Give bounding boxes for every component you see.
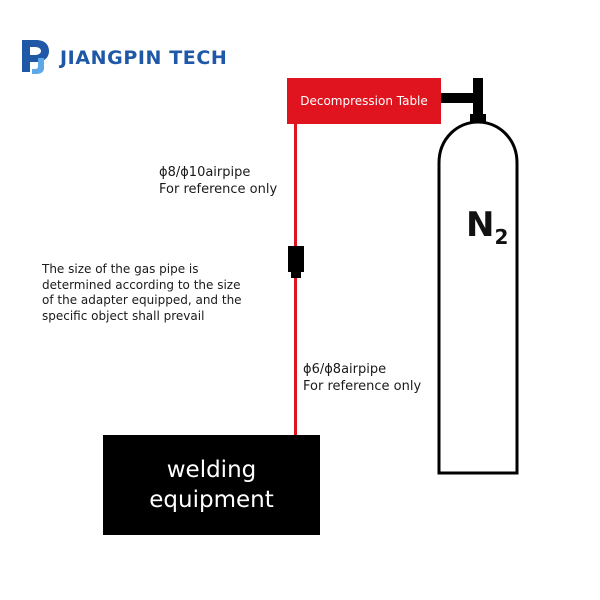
gas-pipe-size-note: The size of the gas pipe is determined a… xyxy=(42,262,242,324)
decompression-table-label: Decompression Table xyxy=(300,94,428,108)
brand-logo: JIANGPIN TECH xyxy=(18,38,278,78)
gas-cylinder-icon xyxy=(437,78,519,475)
note-line: The size of the gas pipe is xyxy=(42,262,199,276)
gas-subscript: 2 xyxy=(494,225,509,249)
lower-pipe-note: For reference only xyxy=(303,379,422,394)
upper-pipe-spec: ϕ8/ϕ10airpipe xyxy=(159,165,251,180)
brand-name: JIANGPIN TECH xyxy=(60,47,228,69)
decompression-table: Decompression Table xyxy=(287,78,441,124)
air-pipe-upper xyxy=(294,122,297,248)
lower-pipe-label: ϕ6/ϕ8airpipe For reference only xyxy=(303,361,421,395)
upper-pipe-label: ϕ8/ϕ10airpipe For reference only xyxy=(159,164,277,198)
logo-mark-icon xyxy=(22,40,49,74)
welding-equipment-box: welding equipment xyxy=(103,435,320,535)
pipe-adapter-icon xyxy=(288,246,304,278)
note-line: of the adapter equipped, and the xyxy=(42,293,242,307)
cylinder-gas-label: N2 xyxy=(466,205,508,249)
note-line: determined according to the size xyxy=(42,277,241,292)
note-line: specific object shall prevail xyxy=(42,308,205,323)
upper-pipe-note: For reference only xyxy=(159,182,278,197)
welding-equipment-label: welding equipment xyxy=(149,457,274,513)
air-pipe-lower xyxy=(294,276,297,436)
lower-pipe-spec: ϕ6/ϕ8airpipe xyxy=(303,362,387,377)
gas-symbol: N xyxy=(466,205,495,245)
